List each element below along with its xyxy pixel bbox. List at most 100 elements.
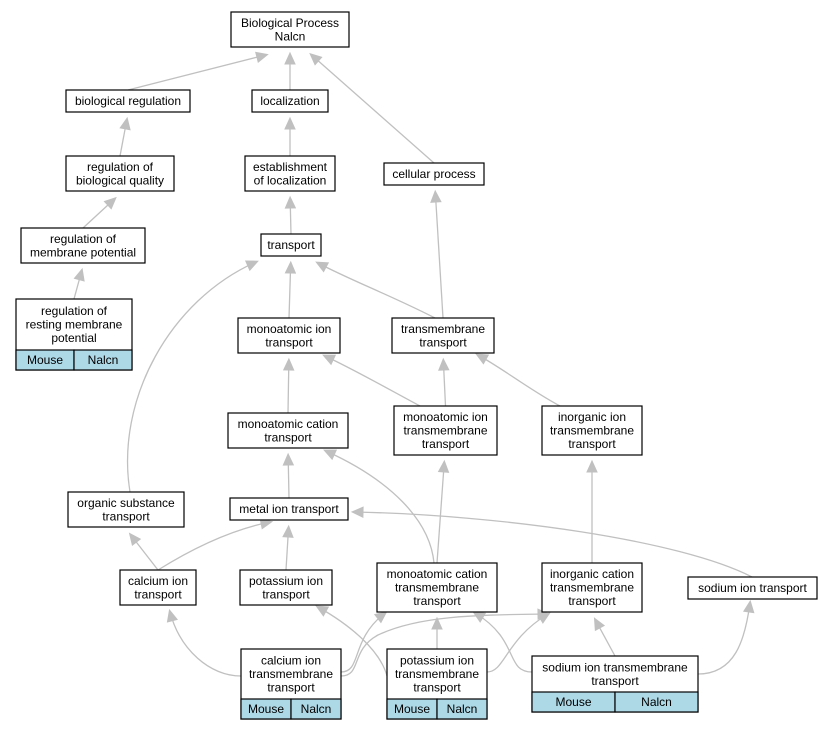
arrowhead [255, 51, 269, 63]
node-transport[interactable]: transport [260, 233, 322, 257]
node-cellproc[interactable]: cellular process [383, 162, 485, 186]
edge-monocat-to-monoion [282, 357, 295, 414]
arrowhead [472, 611, 487, 623]
node-box [237, 317, 341, 354]
node-label-line: potential [51, 331, 96, 345]
node-label-line: of localization [254, 173, 327, 187]
arrowhead [315, 605, 330, 617]
edge-local-to-bp [284, 51, 296, 90]
node-label-line: transmembrane [395, 667, 479, 681]
node-label-line: sodium ion transmembrane [542, 660, 688, 674]
node-box [65, 155, 175, 192]
node-potastm[interactable]: potassium iontransmembranetransportMouse… [386, 648, 488, 720]
edge-regmem-to-regqual [82, 196, 117, 229]
node-box [541, 562, 643, 613]
node-label-line: organic substance [77, 496, 175, 510]
edge-potas-to-metal [282, 524, 294, 571]
edge-monocattm-to-monoiontm [436, 459, 450, 564]
node-label-line: potassium ion [400, 654, 474, 668]
edges-layer [73, 51, 755, 677]
edge-monoiontm-to-monoion [322, 354, 421, 407]
arrowhead [475, 353, 490, 365]
edge-potastm-to-inorgcattm [486, 612, 551, 673]
tag-cell [614, 691, 699, 713]
arrowhead [438, 357, 450, 371]
node-box [244, 155, 336, 192]
node-box [227, 412, 349, 449]
node-box [67, 491, 185, 528]
node-label-line: transport [413, 594, 461, 608]
node-label-line: transmembrane [550, 581, 634, 595]
arrowhead [284, 116, 296, 130]
edge-calc-to-orgsub [128, 532, 159, 571]
edge-potastm-to-potas [315, 605, 388, 677]
arrowhead [309, 52, 323, 66]
edge-sodium-to-metal [350, 506, 753, 578]
node-label-line: calcium ion [128, 574, 188, 588]
tag-label: Mouse [248, 702, 284, 716]
node-box [383, 162, 485, 186]
node-label-line: calcium ion [261, 654, 321, 668]
node-sodium[interactable]: sodium ion transport [687, 576, 818, 600]
arrowhead [431, 616, 443, 630]
node-box [393, 405, 498, 456]
edge-cellproc-to-bp [309, 52, 435, 164]
arrowhead [430, 189, 442, 203]
node-label-line: regulation of [41, 304, 108, 318]
arrowhead [284, 260, 297, 274]
arrowhead [119, 116, 131, 131]
tag-label: Nalcn [301, 702, 332, 716]
edge-monoion-to-transport [284, 260, 297, 319]
tag-cell [436, 698, 488, 720]
edge-sodiumtm-to-monocattm [472, 611, 533, 673]
arrowhead [536, 612, 551, 624]
edge-regqual-to-bioreg [119, 116, 131, 157]
edge-monoiontm-to-tmtrans [438, 357, 450, 407]
edge-regrest-to-regmem [73, 267, 85, 300]
node-label-line: monoatomic cation [238, 417, 339, 431]
edge-sodiumtm-to-inorgcattm [593, 617, 616, 657]
edge-calctm-to-monocattm [340, 611, 388, 673]
node-local[interactable]: localization [251, 89, 329, 113]
node-box [229, 497, 349, 521]
arrowhead [437, 459, 450, 473]
tag-label: Mouse [394, 702, 430, 716]
edge-tmtrans-to-cellproc [430, 189, 444, 319]
node-label-line: inorganic ion [558, 410, 626, 424]
arrowhead [322, 354, 337, 366]
node-label-line: transport [591, 674, 639, 688]
node-label-line: monoatomic ion [403, 410, 488, 424]
arrowhead [166, 608, 179, 623]
arrowhead [586, 459, 598, 473]
node-label-line: biological quality [76, 173, 164, 187]
tag-label: Mouse [555, 695, 591, 709]
node-box [391, 317, 495, 354]
node-bioreg[interactable]: biological regulation [65, 89, 191, 113]
node-box [687, 576, 818, 600]
node-label-line: sodium ion transport [698, 581, 807, 595]
edge-bioreg-to-bp [127, 51, 269, 91]
tag-cell [73, 349, 133, 371]
node-metal[interactable]: metal ion transport [229, 497, 349, 521]
node-label-line: transmembrane [401, 322, 485, 336]
edge-calc-to-metal [157, 518, 274, 571]
